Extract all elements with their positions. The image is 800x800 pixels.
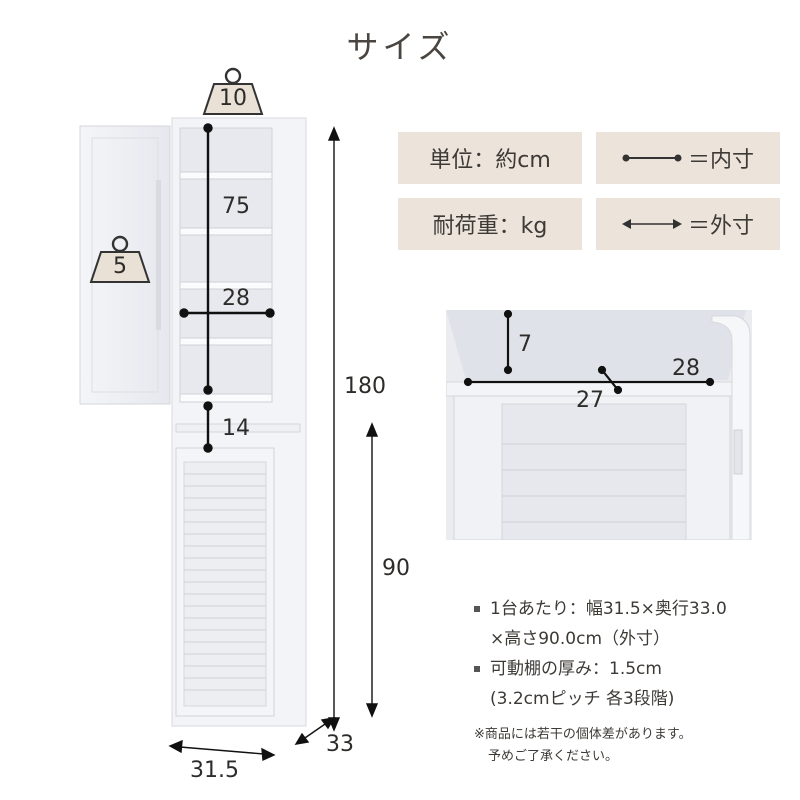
top-inner-depth-label: 27 [576, 388, 604, 413]
outer-dimension-arrows [168, 126, 379, 762]
side-panel [711, 315, 751, 540]
louver-panel [183, 461, 267, 707]
spec-item: 1台あたり：幅31.5×奥行33.0 [474, 594, 727, 624]
inner-height-upper-label: 75 [222, 194, 250, 219]
upper-compartment [179, 127, 273, 399]
load-legend: 耐荷重：kg [398, 198, 582, 250]
top-detail-illustration [446, 310, 752, 540]
inner-dimension-lines [179, 123, 275, 453]
adjustable-shelves [179, 171, 273, 403]
top-inner-width-label: 28 [672, 356, 700, 381]
unit-legend: 単位：約cm [398, 132, 582, 184]
spec-item: (3.2cmピッチ 各3段階) [490, 689, 675, 709]
lower-height-label: 90 [382, 556, 410, 581]
inner-height-lower-label: 14 [222, 416, 250, 441]
detail-inner-dimension-lines [463, 310, 715, 395]
note-line: 予めご了承ください。 [488, 749, 619, 764]
inner-width-label: 28 [222, 286, 250, 311]
inner-legend: ＝内寸 [596, 132, 780, 184]
bullet-icon [474, 666, 480, 672]
door-load-value: 5 [113, 254, 127, 279]
detail-hinge [733, 429, 743, 475]
louver-slats [184, 473, 266, 691]
middle-divider [175, 423, 301, 433]
weight-icon-door [89, 235, 151, 283]
top-lip-label: 7 [518, 332, 532, 357]
note-line: ※商品には若干の個体差があります。 [474, 727, 692, 742]
inner-dimension-line-icon [622, 154, 682, 162]
weight-icon-top [202, 67, 264, 115]
disclaimer-note: ※商品には若干の個体差があります。 予めご了承ください。 [474, 724, 692, 768]
detail-louver-panel [501, 403, 687, 540]
top-load-value: 10 [219, 86, 247, 111]
spec-item: ×高さ90.0cm（外寸） [490, 629, 671, 649]
unit-label: 単位：約cm [429, 148, 551, 173]
bullet-icon [474, 606, 480, 612]
page-title: サイズ [346, 28, 454, 66]
load-label: 耐荷重：kg [432, 214, 548, 239]
depth-label: 33 [326, 732, 354, 757]
outer-dimension-arrow-icon [621, 219, 682, 229]
width-label: 31.5 [190, 758, 239, 783]
outer-legend: ＝外寸 [596, 198, 780, 250]
inner-label: ＝内寸 [687, 148, 754, 173]
spec-list: 1台あたり：幅31.5×奥行33.0 ×高さ90.0cm（外寸） 可動棚の厚み：… [474, 594, 727, 714]
top-recess [446, 310, 746, 380]
outer-label: ＝外寸 [687, 214, 754, 239]
spec-item: 可動棚の厚み：1.5cm [474, 654, 727, 684]
total-height-label: 180 [344, 374, 386, 399]
door-handle [156, 180, 161, 330]
detail-louver-slats [502, 443, 686, 523]
